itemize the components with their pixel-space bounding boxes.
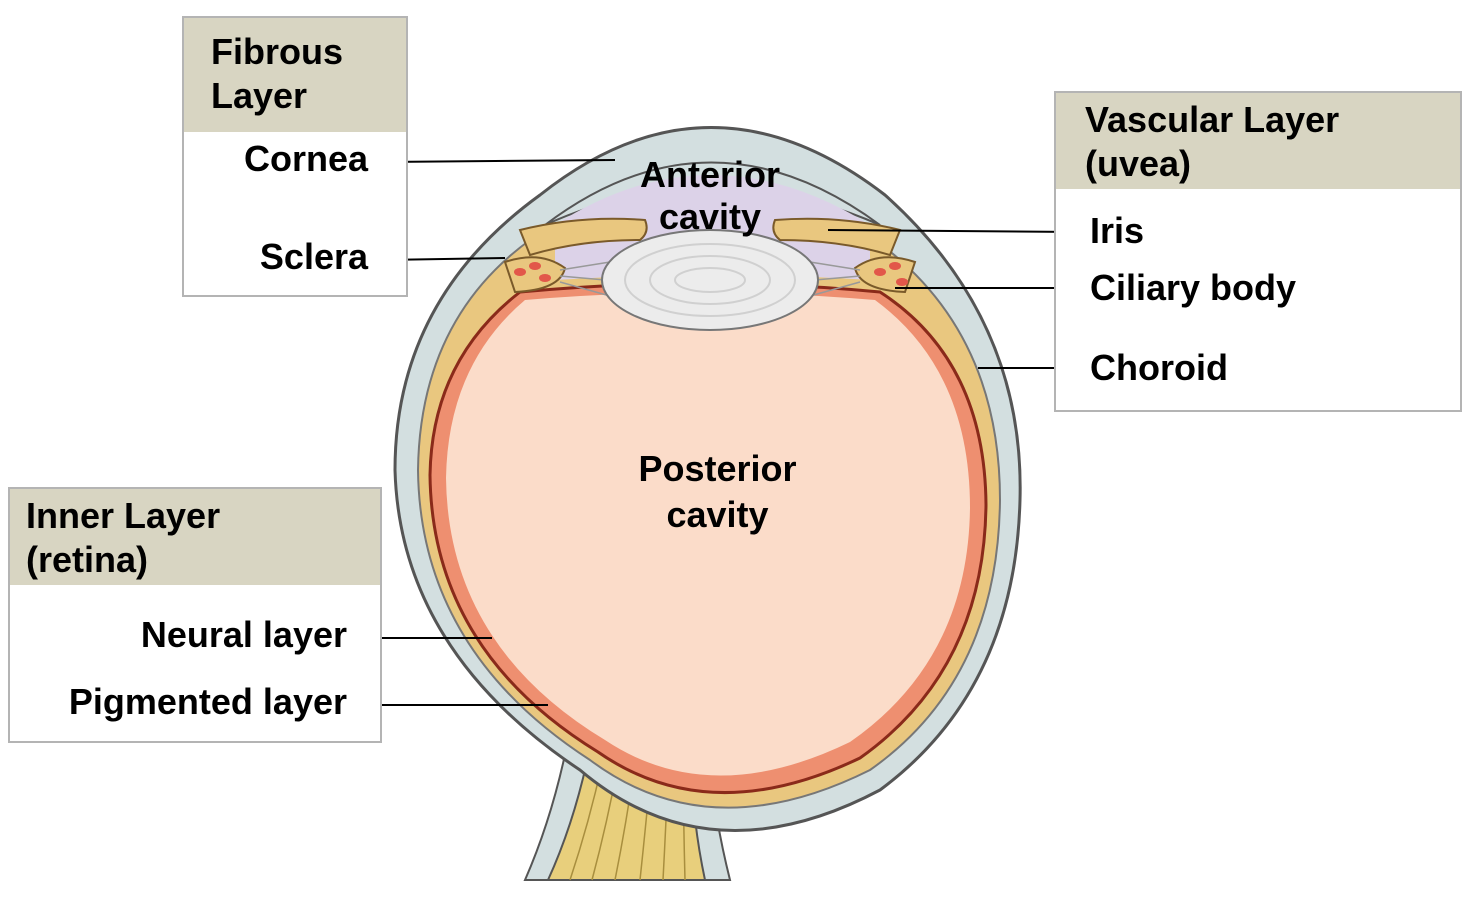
label-choroid: Choroid [1090, 347, 1228, 388]
lens-rings [624, 243, 796, 317]
label-ciliary-body: Ciliary body [1090, 267, 1297, 308]
vascular-layer-title-line2: (uvea) [1085, 143, 1192, 184]
iris-left [518, 217, 648, 257]
fibrous-layer-box: Fibrous Layer [182, 16, 408, 297]
fibrous-layer-title: Fibrous Layer [184, 18, 406, 132]
posterior-cavity-line2: cavity [666, 494, 769, 535]
ciliary-body-left [503, 256, 567, 294]
vascular-layer-title: Vascular Layer (uvea) [1056, 93, 1460, 189]
inner-layer-title: Inner Layer (retina) [10, 489, 380, 585]
label-cornea: Cornea [243, 138, 368, 179]
inner-layer-title-line1: Inner Layer [26, 495, 221, 536]
leader-lines [363, 159, 1079, 706]
suspensory-ligaments [559, 261, 861, 297]
anterior-cavity-line2: cavity [658, 196, 762, 237]
inner-layer-box: Inner Layer (retina) [8, 487, 382, 743]
label-neural-layer: Neural layer [140, 614, 347, 655]
label-pigmented-layer: Pigmented layer [68, 681, 347, 722]
label-sclera: Sclera [259, 236, 368, 277]
iris-right [772, 217, 902, 257]
anterior-cavity-label: Anterior cavity [610, 152, 810, 240]
fibrous-layer-title-text: Fibrous Layer [211, 31, 343, 116]
leader-iris [827, 229, 1079, 233]
posterior-cavity-shape [446, 292, 970, 776]
posterior-cavity-line1: Posterior [638, 448, 797, 489]
posterior-cavity-label: Posterior cavity [590, 446, 845, 538]
label-iris: Iris [1090, 210, 1145, 251]
vascular-layer-box: Vascular Layer (uvea) [1054, 91, 1462, 412]
lens-shape [601, 229, 819, 331]
inner-layer-title-line2: (retina) [26, 539, 149, 580]
vascular-layer-title-line1: Vascular Layer [1085, 99, 1340, 140]
anterior-cavity-line1: Anterior [639, 154, 780, 195]
leader-cornea [382, 159, 616, 163]
ciliary-vessels [514, 262, 908, 286]
